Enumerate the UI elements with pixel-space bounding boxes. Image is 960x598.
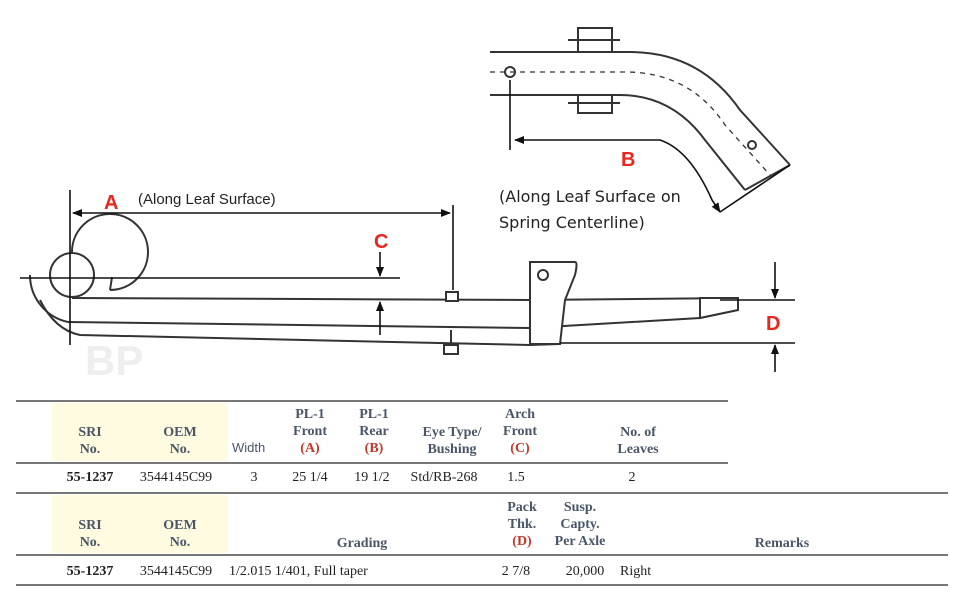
dimension-a [69, 190, 454, 345]
watermark-logo: BP [85, 337, 143, 384]
t1-cell-sri: 55-1237 [66, 470, 114, 485]
table1-top-rule [16, 400, 728, 402]
table2-header-band [52, 495, 228, 553]
table2-bottom-rule [16, 584, 948, 586]
table2-mid-rule [16, 554, 948, 556]
t1-cell-pl1-front: 25 1/4 [292, 470, 328, 485]
dimension-c [20, 252, 400, 335]
t2-cell-susp: 20,000 [565, 564, 605, 579]
note-a: (Along Leaf Surface) [138, 191, 276, 208]
t2-header-remarks: Remarks [754, 536, 810, 551]
note-b-line2: Spring Centerline) [499, 213, 645, 232]
table1-mid-rule [16, 462, 728, 464]
note-b-line1: (Along Leaf Surface on [499, 187, 681, 206]
t2-cell-pack: 2 7/8 [501, 564, 531, 579]
inset-bent-leaf [490, 27, 791, 191]
t2-cell-sri: 55-1237 [66, 564, 114, 579]
dimension-b [509, 80, 791, 213]
t1-header-eye: Eye Type/Bushing [422, 425, 482, 457]
main-leaf-spring [28, 213, 739, 355]
t1-header-width: Width [232, 440, 266, 455]
t2-header-susp: Susp.Capty.Per Axle [554, 500, 606, 549]
label-b: B [621, 149, 635, 171]
t1-cell-arch: 1.5 [507, 470, 525, 485]
t2-header-grading: Grading [336, 536, 388, 551]
table2-top-rule [16, 492, 948, 494]
label-c: C [374, 231, 388, 253]
label-d: D [766, 313, 780, 335]
t2-cell-oem: 3544145C99 [139, 564, 213, 579]
label-a: A [104, 192, 118, 214]
t2-cell-grading: 1/2.015 1/401, Full taper [229, 564, 368, 579]
t1-cell-pl1-rear: 19 1/2 [354, 470, 390, 485]
t1-cell-leaves: 2 [628, 470, 636, 485]
dimension-d [560, 262, 795, 372]
spring-diagram: BP A (Along Leaf Surface) C D B (Along L… [20, 27, 795, 384]
t2-cell-remarks: Right [620, 564, 652, 579]
t1-cell-eye: Std/RB-268 [410, 470, 478, 485]
table1-header-band [52, 403, 228, 461]
t1-cell-oem: 3544145C99 [139, 470, 213, 485]
t1-cell-width: 3 [250, 470, 258, 485]
